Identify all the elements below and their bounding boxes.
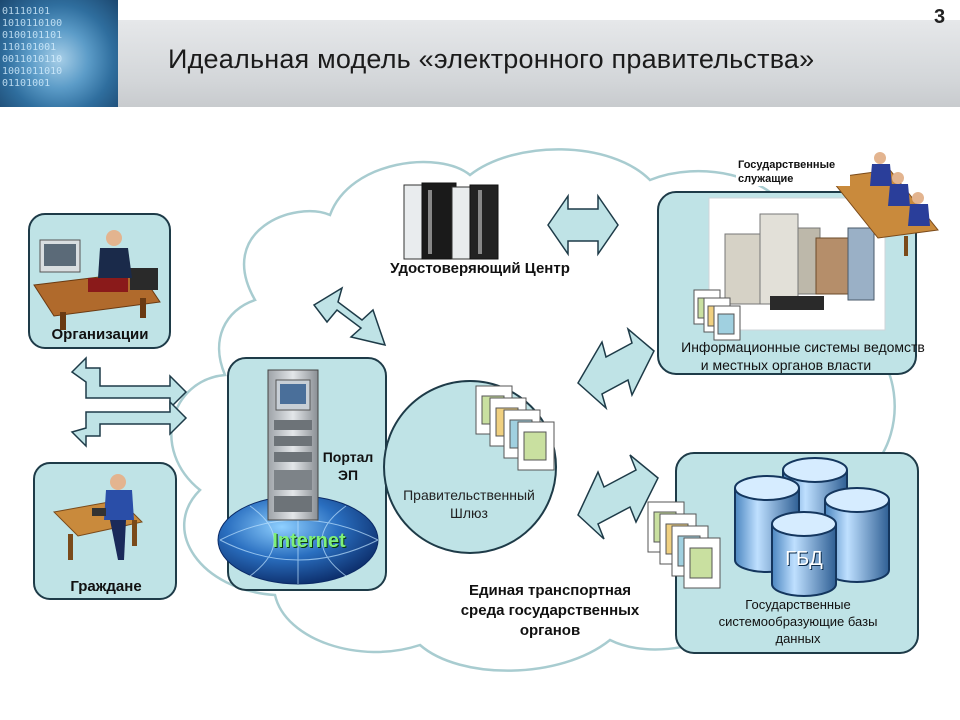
portal-label-2: ЭП: [337, 467, 359, 483]
documents-icon: [693, 289, 741, 341]
gateway-label-2: Шлюз: [450, 505, 488, 521]
slide-title: Идеальная модель «электронного правитель…: [168, 44, 815, 74]
header-bar: [118, 20, 960, 107]
servers-icon: [724, 213, 875, 310]
citizen-icon: [52, 474, 144, 560]
slide-number: 3: [934, 6, 946, 28]
double-arrow-icon: [577, 326, 655, 411]
server-rack-icon: [403, 182, 499, 260]
globe-icon: 01110101 1010110100 0100101101 110101001…: [0, 0, 118, 107]
databases-label-1: Государственные: [745, 597, 851, 612]
documents-icon: [647, 501, 721, 589]
server-rack-icon: [267, 369, 319, 521]
databases-label-2: системообразующие базы: [718, 614, 878, 629]
transport-label-3: органов: [519, 622, 581, 639]
civil-servant-icon: [829, 152, 939, 256]
double-arrow-icon: [547, 193, 619, 257]
transport-label-2: среда государственных: [460, 602, 640, 619]
documents-icon: [475, 385, 555, 471]
gateway-label-1: Правительственный: [403, 487, 535, 503]
double-arrow-icon: [70, 400, 188, 448]
gbd-label: ГБД: [785, 548, 823, 570]
double-arrow-icon: [577, 454, 659, 540]
citizens-label: Граждане: [70, 578, 142, 595]
certification-center-label: Удостоверяющий Центр: [390, 260, 570, 277]
office-worker-icon: [33, 230, 161, 330]
database-icon: [734, 457, 890, 597]
portal-label-1: Портал: [322, 449, 374, 465]
agency-systems-label-1: Информационные системы ведомств: [681, 339, 925, 355]
agency-systems-label-2: и местных органов власти: [700, 357, 872, 373]
double-arrow-icon: [70, 356, 188, 410]
transport-label-1: Единая транспортная: [468, 582, 631, 599]
citizens-box: [33, 462, 177, 600]
double-arrow-icon: [312, 286, 387, 347]
civil-servants-label: Государственные служащие: [736, 158, 850, 186]
databases-label-3: данных: [775, 631, 821, 646]
organizations-label: Организации: [51, 326, 149, 343]
internet-label: Internet: [272, 530, 346, 552]
